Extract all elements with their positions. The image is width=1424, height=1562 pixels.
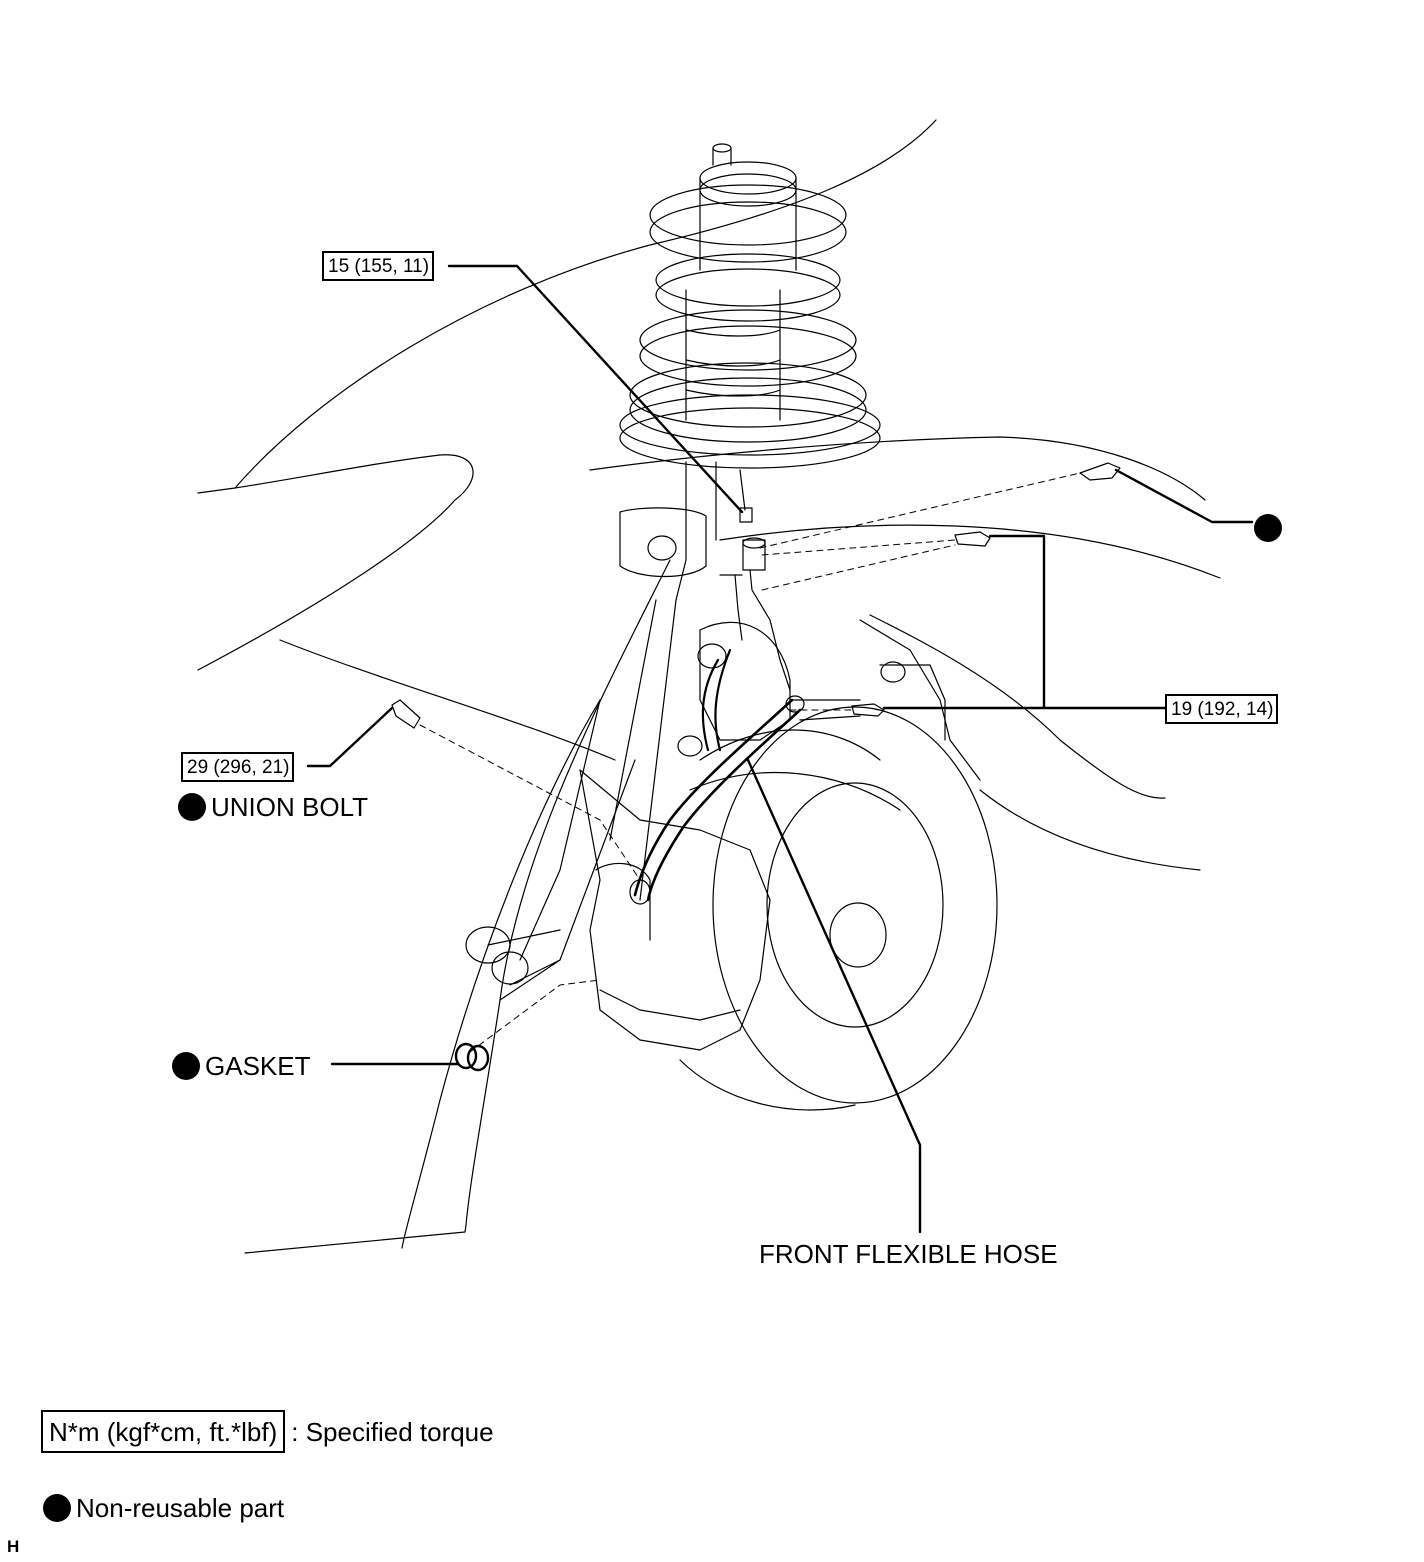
torque-label-15: 15 (155, 11) bbox=[322, 251, 435, 281]
knuckle-caliper-rotor bbox=[465, 621, 998, 1111]
non-reusable-marker-icon bbox=[43, 1494, 71, 1522]
torque-label-19: 19 (192, 14) bbox=[1165, 694, 1279, 724]
bolts bbox=[391, 462, 1121, 1072]
legend-non-reusable-label: Non-reusable part bbox=[76, 1493, 285, 1523]
corner-mark: H bbox=[7, 1537, 20, 1556]
union-bolt-label: UNION BOLT bbox=[211, 792, 368, 822]
non-reusable-marker-icon bbox=[1254, 514, 1282, 542]
strut-coil-spring bbox=[499, 143, 881, 1001]
legend-torque: N*m (kgf*cm, ft.*lbf) : Specified torque bbox=[41, 1410, 494, 1453]
guide-lines bbox=[419, 472, 1081, 1053]
non-reusable-marker-icon bbox=[178, 793, 206, 821]
front-flexible-hose-label: FRONT FLEXIBLE HOSE bbox=[759, 1239, 1058, 1269]
brake-hose-lines bbox=[629, 469, 805, 905]
gasket-callout: GASKET bbox=[172, 1052, 310, 1080]
leader-lines bbox=[306, 264, 1254, 1234]
legend-non-reusable: Non-reusable part bbox=[43, 1494, 284, 1522]
torque-label-29: 29 (296, 21) bbox=[181, 752, 295, 782]
gasket-label: GASKET bbox=[205, 1051, 311, 1081]
legend-torque-desc: : Specified torque bbox=[291, 1416, 494, 1447]
fender-outline bbox=[197, 119, 1221, 1254]
union-bolt-callout: UNION BOLT bbox=[178, 793, 368, 821]
non-reusable-marker-icon bbox=[172, 1052, 200, 1080]
legend-torque-units: N*m (kgf*cm, ft.*lbf) bbox=[41, 1410, 286, 1453]
